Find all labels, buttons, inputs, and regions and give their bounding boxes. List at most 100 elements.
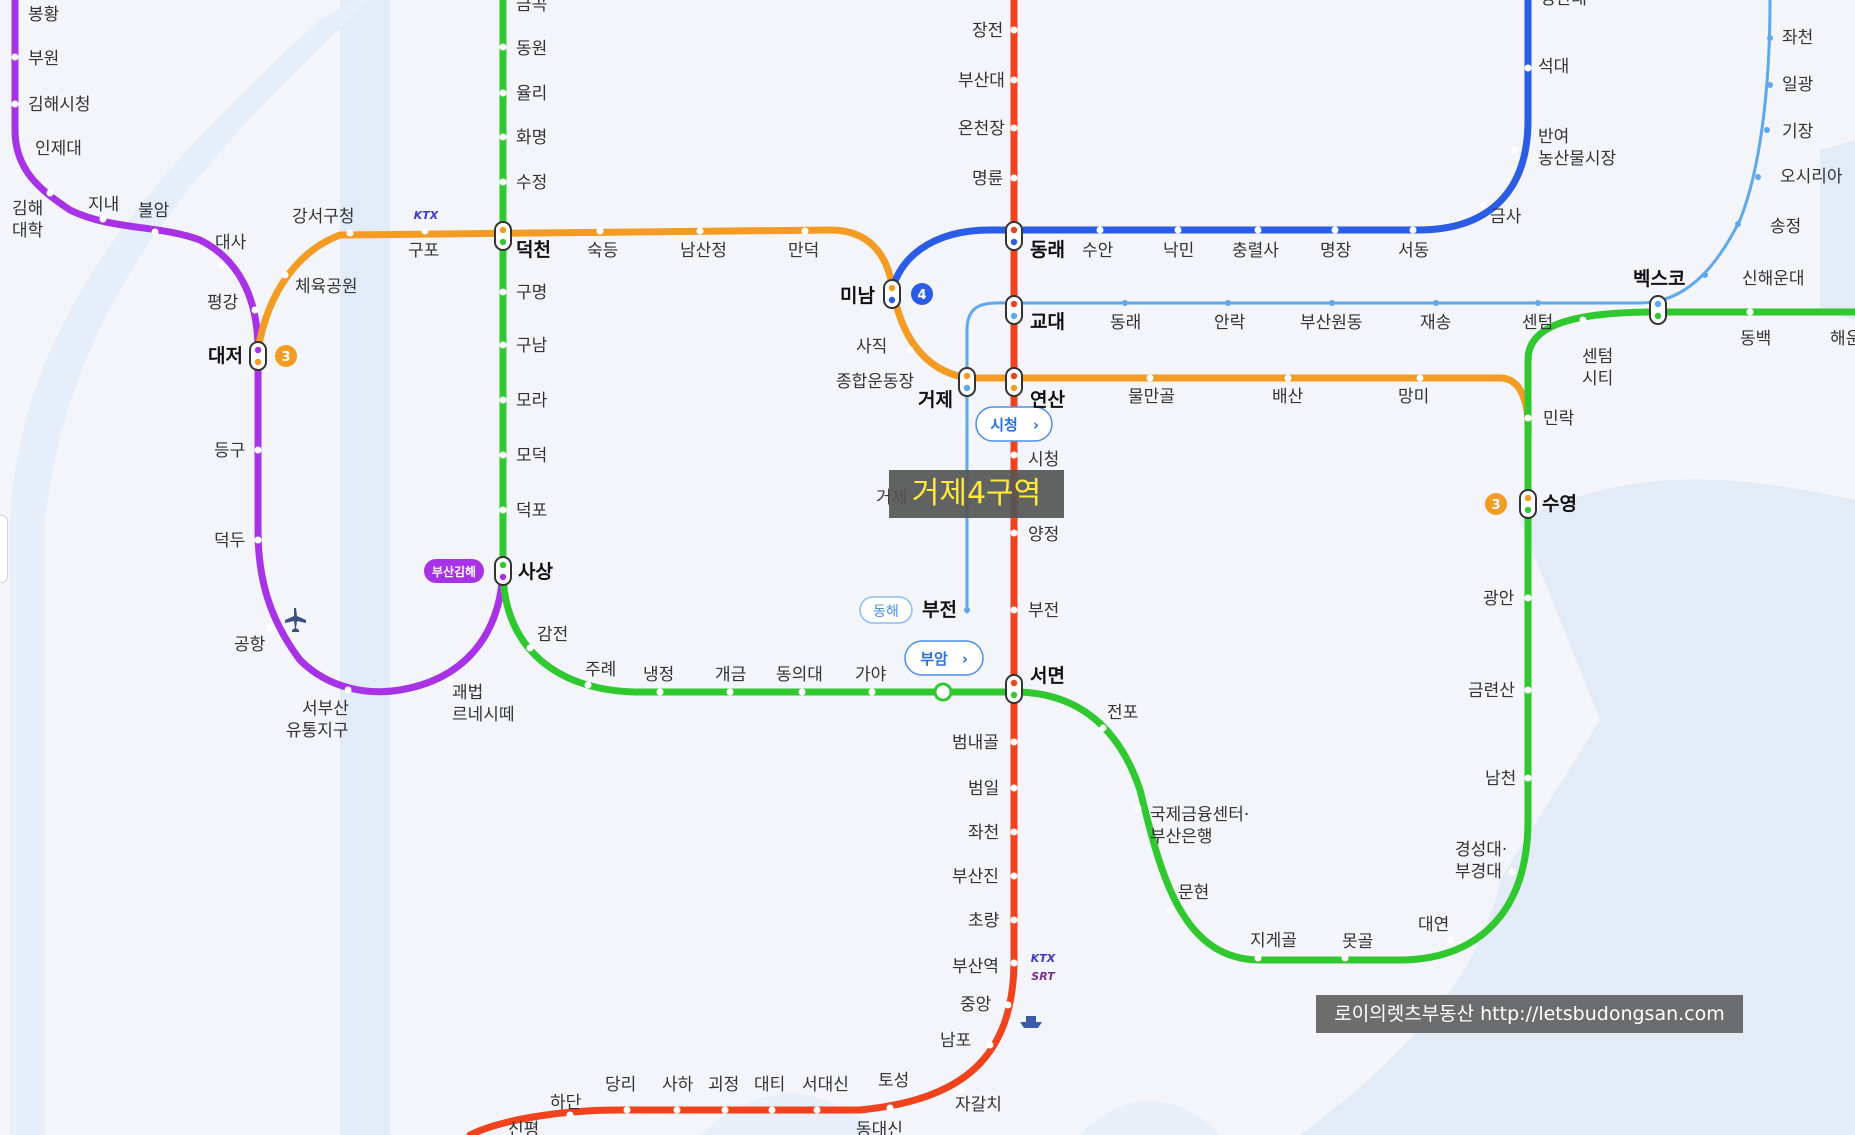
station-bonghwang: 봉황 <box>28 5 59 25</box>
station-suyeong: 수영 <box>1542 493 1577 515</box>
station-allak: 안락 <box>1214 313 1246 333</box>
station-gwaebeop-1: 괘법 <box>452 683 483 703</box>
station-hwamyeong: 화명 <box>516 128 547 148</box>
station-kyungsung-2: 부경대 <box>1455 862 1502 882</box>
station-nangmin: 낙민 <box>1163 241 1194 261</box>
station-ifc-2: 부산은행 <box>1150 827 1213 847</box>
station-jagalchi: 자갈치 <box>955 1095 1002 1115</box>
station-gimhae-city: 김해시청 <box>28 95 91 115</box>
ktx-icon-busan: KTX <box>1031 952 1056 965</box>
badge-line3-daejeo <box>275 345 297 367</box>
station-jurye: 주례 <box>585 660 616 680</box>
side-scroll-handle[interactable] <box>0 515 8 583</box>
donghae-line-pill[interactable]: 동해 <box>859 596 913 624</box>
svg-text:KTX: KTX <box>414 209 439 222</box>
station-haeundae: 해운 <box>1830 329 1855 349</box>
badge-line4-minam <box>911 283 933 305</box>
station-busanjin: 부산진 <box>952 867 999 887</box>
donghae-line <box>965 0 1772 614</box>
station-gyodae: 교대 <box>1030 311 1065 333</box>
station-mora: 모라 <box>516 391 548 411</box>
station-saji: 사직 <box>856 337 887 357</box>
transfer-yeonsan <box>1005 367 1023 397</box>
gimhae-line <box>11 0 507 696</box>
highlight-background <box>889 470 1064 518</box>
station-jangjeon: 장전 <box>972 21 1003 41</box>
station-stadium: 종합운동장 <box>836 372 915 392</box>
station-millak: 민락 <box>1543 409 1575 429</box>
station-seobusan-1: 서부산 <box>302 699 349 719</box>
bueam-link-pill[interactable]: 부암 › <box>904 640 984 676</box>
station-ilgwang: 일광 <box>1782 75 1813 95</box>
station-jigegol: 지게골 <box>1250 931 1297 951</box>
station-munhyeon: 문현 <box>1178 883 1209 903</box>
svg-text:부암: 부암 <box>920 650 948 668</box>
station-geumsa: 금사 <box>1490 207 1522 227</box>
station-daejeo: 대저 <box>208 345 243 367</box>
station-mangmi: 망미 <box>1398 387 1429 407</box>
transfer-daejeo <box>249 341 267 371</box>
station-sicheong: 시청 <box>1028 450 1059 470</box>
station-gaya: 가야 <box>855 665 887 685</box>
station-chungnyeolsa: 충렬사 <box>1232 241 1279 261</box>
airport-line-pill[interactable]: 부산김해 <box>424 559 484 583</box>
station-yulli: 율리 <box>516 84 547 104</box>
station-busanwondong: 부산원동 <box>1300 313 1363 333</box>
station-centum-city-2: 시티 <box>1582 369 1613 389</box>
transfer-minam <box>883 279 901 309</box>
station-minam: 미남 <box>840 285 875 307</box>
svg-text:3: 3 <box>281 350 290 365</box>
station-mulmangol: 물만골 <box>1128 387 1175 407</box>
station-gangseo: 강서구청 <box>292 207 355 227</box>
station-dongwon: 동원 <box>516 39 547 59</box>
station-gumyeong: 구명 <box>516 283 547 303</box>
station-pyeonggang: 평강 <box>207 293 239 313</box>
station-beomnaegol: 범내골 <box>952 733 999 753</box>
station-motgol: 못골 <box>1342 932 1373 952</box>
station-ansim: 영산대 <box>1540 0 1587 9</box>
station-deokcheon: 덕천 <box>516 239 551 261</box>
station-bexco: 벡스코 <box>1633 268 1685 290</box>
station-sasang: 사상 <box>518 561 553 583</box>
station-gaegeum: 개금 <box>715 665 746 685</box>
ferry-icon <box>1020 1016 1042 1028</box>
station-gwangan: 광안 <box>1483 589 1515 609</box>
station-gupo: 구포 <box>408 241 439 261</box>
station-daesa: 대사 <box>215 233 247 253</box>
station-daeyeon: 대연 <box>1418 915 1449 935</box>
sicheong-link-pill[interactable]: 시청 › <box>975 406 1053 442</box>
station-namsanjeong: 남산정 <box>680 241 727 261</box>
station-baesan: 배산 <box>1272 387 1304 407</box>
transfer-dongnae <box>1005 221 1023 251</box>
svg-text:3: 3 <box>1491 498 1500 513</box>
station-ifc-1: 국제금융센터· <box>1150 805 1249 825</box>
station-banyeo-1: 반여 <box>1538 127 1569 147</box>
svg-text:동해: 동해 <box>873 604 899 620</box>
station-dongeui: 동의대 <box>776 665 823 685</box>
station-dangni: 당리 <box>605 1075 636 1095</box>
station-mandeok: 만덕 <box>788 241 819 261</box>
transfer-sasang <box>494 556 512 586</box>
line-badges: 3 4 3 <box>275 283 1507 515</box>
station-gijang: 기장 <box>1782 122 1814 142</box>
station-sukdeung: 숙등 <box>587 241 618 261</box>
transfer-deokcheon <box>494 221 512 251</box>
station-gwaebeop-2: 르네시떼 <box>452 705 515 725</box>
station-labels[interactable]: 봉황 부원 김해시청 인제대 김해 대학 지내 불암 대사 평강 대저 등구 덕… <box>12 0 1855 1135</box>
station-geumnyeonsan: 금련산 <box>1468 681 1515 701</box>
station-gamjeon: 감전 <box>537 625 568 645</box>
station-sports-park: 체육공원 <box>295 277 358 297</box>
highlight-area-label: 거제4구역 <box>911 476 1042 511</box>
station-deokdu: 덕두 <box>214 531 245 551</box>
station-buram: 불암 <box>138 201 170 221</box>
station-myeongjang: 명장 <box>1320 241 1352 261</box>
svg-text:시청: 시청 <box>990 416 1018 434</box>
station-dongnae-donghae: 동래 <box>1110 313 1141 333</box>
station-deunggu: 등구 <box>214 441 245 461</box>
station-yeonsan: 연산 <box>1030 389 1065 411</box>
station-buwon: 부원 <box>28 49 59 69</box>
station-seobusan-2: 유통지구 <box>286 721 349 741</box>
transfer-stations[interactable] <box>249 221 1667 704</box>
station-gunam: 구남 <box>516 336 548 356</box>
